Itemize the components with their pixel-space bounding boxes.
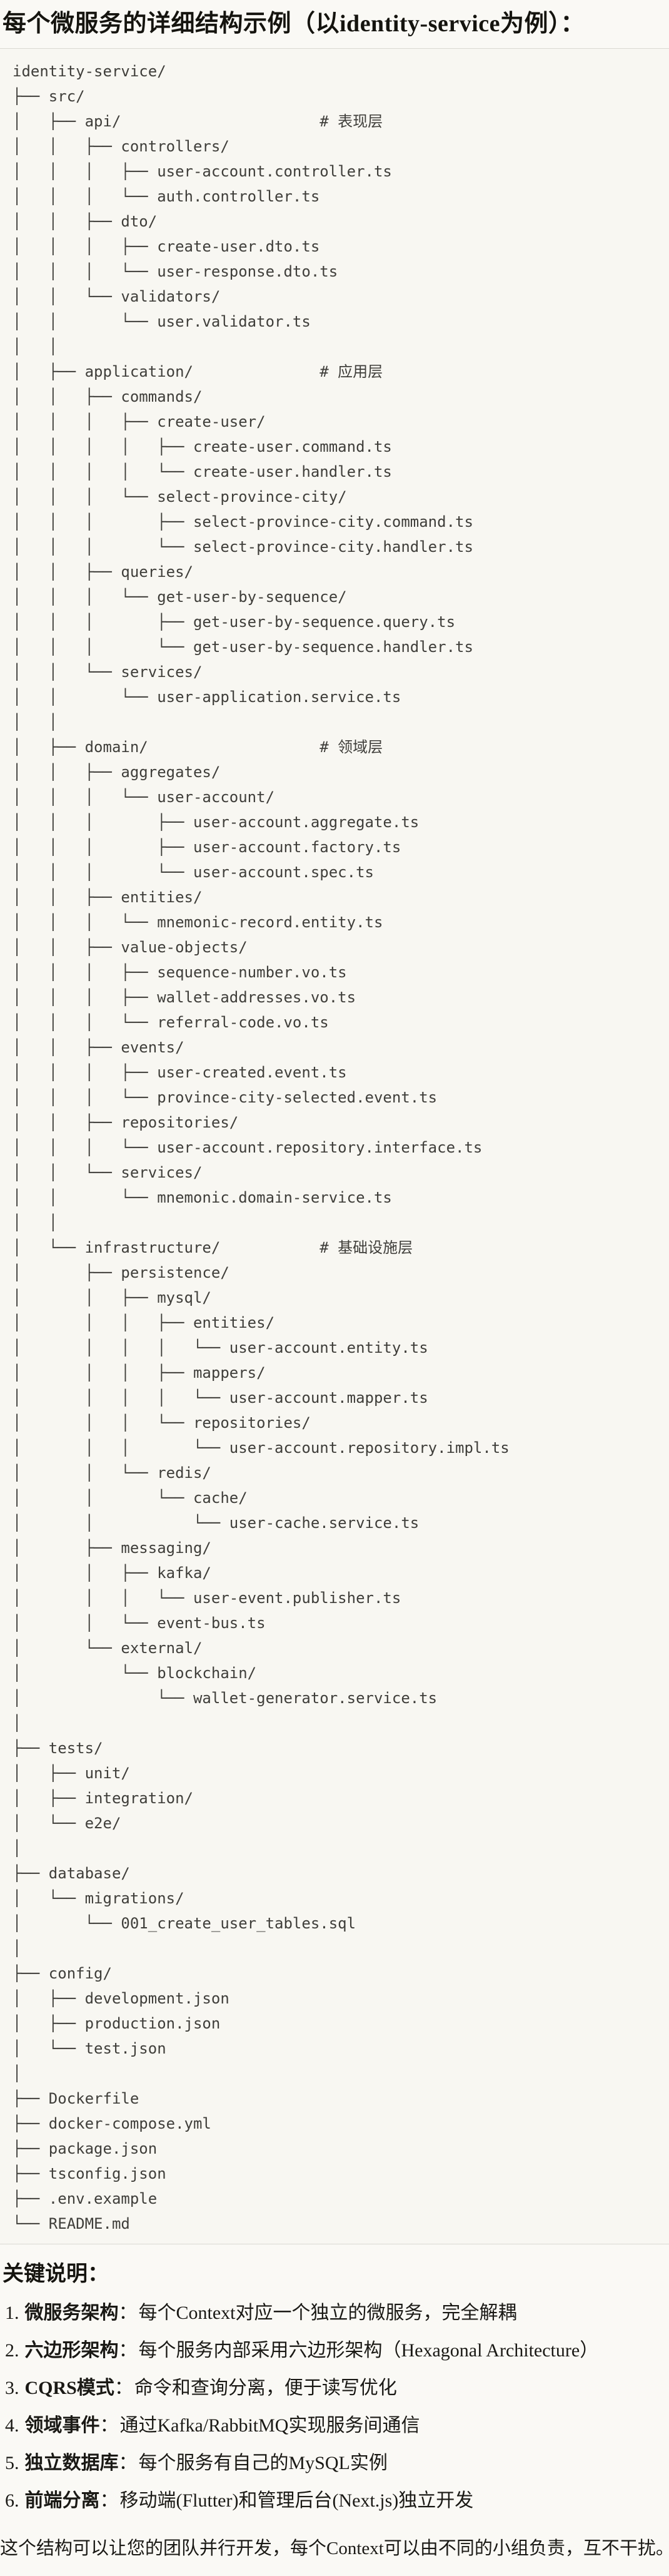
note-colon: ： [118,2340,138,2361]
note-desc: 通过Kafka/RabbitMQ实现服务间通信 [119,2415,420,2436]
closing-paragraph: 这个结构可以让您的团队并行开发，每个Context可以由不同的小组负责，互不干扰… [0,2538,669,2558]
note-item: 3.CQRS模式：命令和查询分离，便于读写优化 [0,2376,669,2401]
note-item: 6.前端分离：移动端(Flutter)和管理后台(Next.js)独立开发 [0,2488,669,2513]
note-number: 4. [5,2415,19,2436]
note-item: 2.六边形架构：每个服务内部采用六边形架构（Hexagonal Architec… [0,2338,669,2363]
notes-list: 1.微服务架构：每个Context对应一个独立的微服务，完全解耦 2.六边形架构… [0,2301,669,2513]
notes-heading: 关键说明： [3,2263,109,2286]
code-block: identity-service/ ├── src/ │ ├── api/ # … [0,48,669,2244]
note-desc: 每个服务有自己的MySQL实例 [138,2453,388,2473]
note-colon: ： [114,2378,133,2398]
note-term: 六边形架构 [24,2340,119,2361]
note-term: 领域事件 [24,2415,100,2436]
directory-tree: identity-service/ ├── src/ │ ├── api/ # … [13,63,510,2232]
note-term: 前端分离 [24,2490,100,2511]
note-number: 2. [5,2340,19,2361]
note-number: 6. [5,2490,19,2511]
note-desc: 每个Context对应一个独立的微服务，完全解耦 [138,2303,517,2323]
note-item: 5.独立数据库：每个服务有自己的MySQL实例 [0,2451,669,2476]
note-number: 5. [5,2453,19,2473]
note-colon: ： [118,2453,138,2473]
note-number: 3. [5,2378,19,2398]
notes-section: 关键说明： 1.微服务架构：每个Context对应一个独立的微服务，完全解耦 2… [0,2261,669,2561]
note-colon: ： [99,2415,119,2436]
note-term: 独立数据库 [24,2453,119,2473]
note-term: CQRS模式 [24,2378,114,2398]
note-desc: 每个服务内部采用六边形架构（Hexagonal Architecture） [138,2340,599,2361]
note-colon: ： [118,2303,138,2323]
note-term: 微服务架构 [24,2303,119,2323]
page-title: 每个微服务的详细结构示例（以identity-service为例）： [3,11,585,37]
note-item: 4.领域事件：通过Kafka/RabbitMQ实现服务间通信 [0,2413,669,2438]
note-desc: 命令和查询分离，便于读写优化 [134,2378,397,2398]
note-number: 1. [5,2303,19,2323]
note-item: 1.微服务架构：每个Context对应一个独立的微服务，完全解耦 [0,2301,669,2326]
note-colon: ： [99,2490,119,2511]
note-desc: 移动端(Flutter)和管理后台(Next.js)独立开发 [119,2490,474,2511]
